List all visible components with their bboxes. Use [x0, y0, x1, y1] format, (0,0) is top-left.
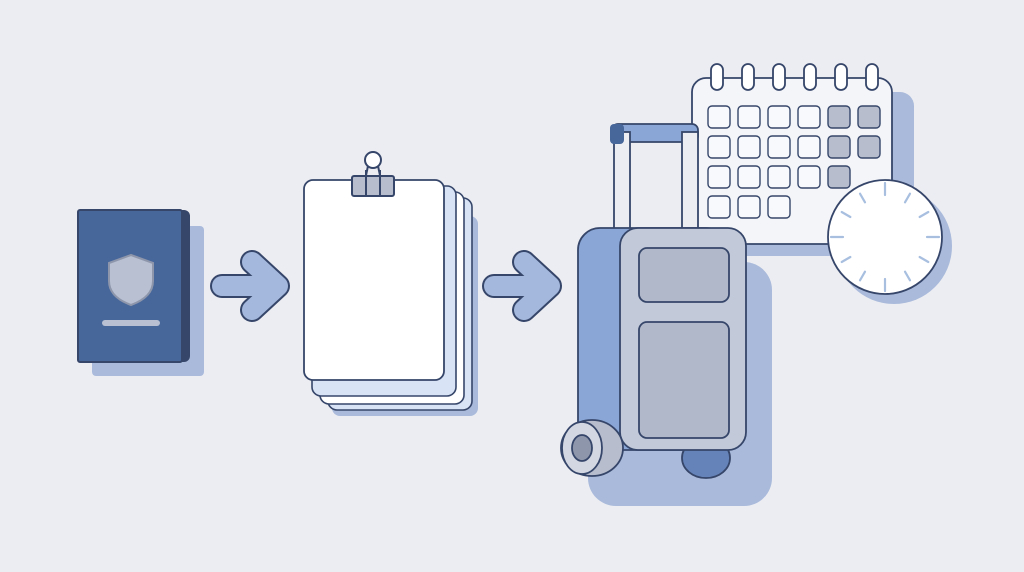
calendar-rings — [710, 63, 879, 91]
suitcase-upper-panel — [638, 247, 730, 303]
calendar-day-cell — [707, 105, 731, 129]
calendar-day-cell — [737, 165, 761, 189]
clock-tick — [840, 255, 852, 264]
clock-tick — [840, 210, 852, 219]
calendar-day-cell — [767, 195, 791, 219]
calendar-day-cell — [797, 165, 821, 189]
clock-tick — [918, 255, 930, 264]
clock-tick — [903, 192, 912, 204]
clock-tick — [918, 210, 930, 219]
calendar-day-cell — [857, 105, 881, 129]
clock-icon — [827, 179, 952, 304]
calendar-ring — [865, 63, 879, 91]
suitcase-front-wheel — [560, 419, 624, 477]
calendar-day-cell — [707, 135, 731, 159]
calendar-day-cell — [707, 165, 731, 189]
clock-ticks — [829, 181, 941, 293]
calendar-day-cell — [737, 105, 761, 129]
passport-bar — [102, 320, 160, 326]
clock-tick — [903, 270, 912, 282]
binder-clip-icon — [351, 151, 395, 197]
calendar-day-cell — [767, 165, 791, 189]
calendar-ring — [803, 63, 817, 91]
calendar-day-cell — [827, 135, 851, 159]
clock-tick — [858, 192, 867, 204]
document-front — [303, 179, 445, 381]
calendar-ring — [741, 63, 755, 91]
calendar-day-cell — [857, 135, 881, 159]
calendar-day-cell — [827, 105, 851, 129]
calendar-day-cell — [707, 195, 731, 219]
calendar-ring — [772, 63, 786, 91]
suitcase-lower-panel — [638, 321, 730, 439]
arrow-right-icon — [210, 250, 290, 322]
shield-icon — [108, 253, 154, 307]
calendar-ring — [710, 63, 724, 91]
suitcase-icon — [560, 123, 772, 506]
arrow-right-icon — [482, 250, 562, 322]
calendar-day-cell — [797, 105, 821, 129]
clock-tick — [858, 270, 867, 282]
calendar-day-cell — [827, 165, 851, 189]
calendar-ring — [834, 63, 848, 91]
calendar-grid — [707, 105, 881, 219]
calendar-day-cell — [767, 135, 791, 159]
calendar-day-cell — [797, 135, 821, 159]
clipboard-documents-icon — [303, 151, 478, 416]
suitcase-handle — [610, 123, 699, 237]
calendar-day-cell — [737, 135, 761, 159]
calendar-day-cell — [767, 105, 791, 129]
calendar-day-cell — [737, 195, 761, 219]
clock-face — [827, 179, 943, 295]
passport-icon — [77, 209, 204, 376]
